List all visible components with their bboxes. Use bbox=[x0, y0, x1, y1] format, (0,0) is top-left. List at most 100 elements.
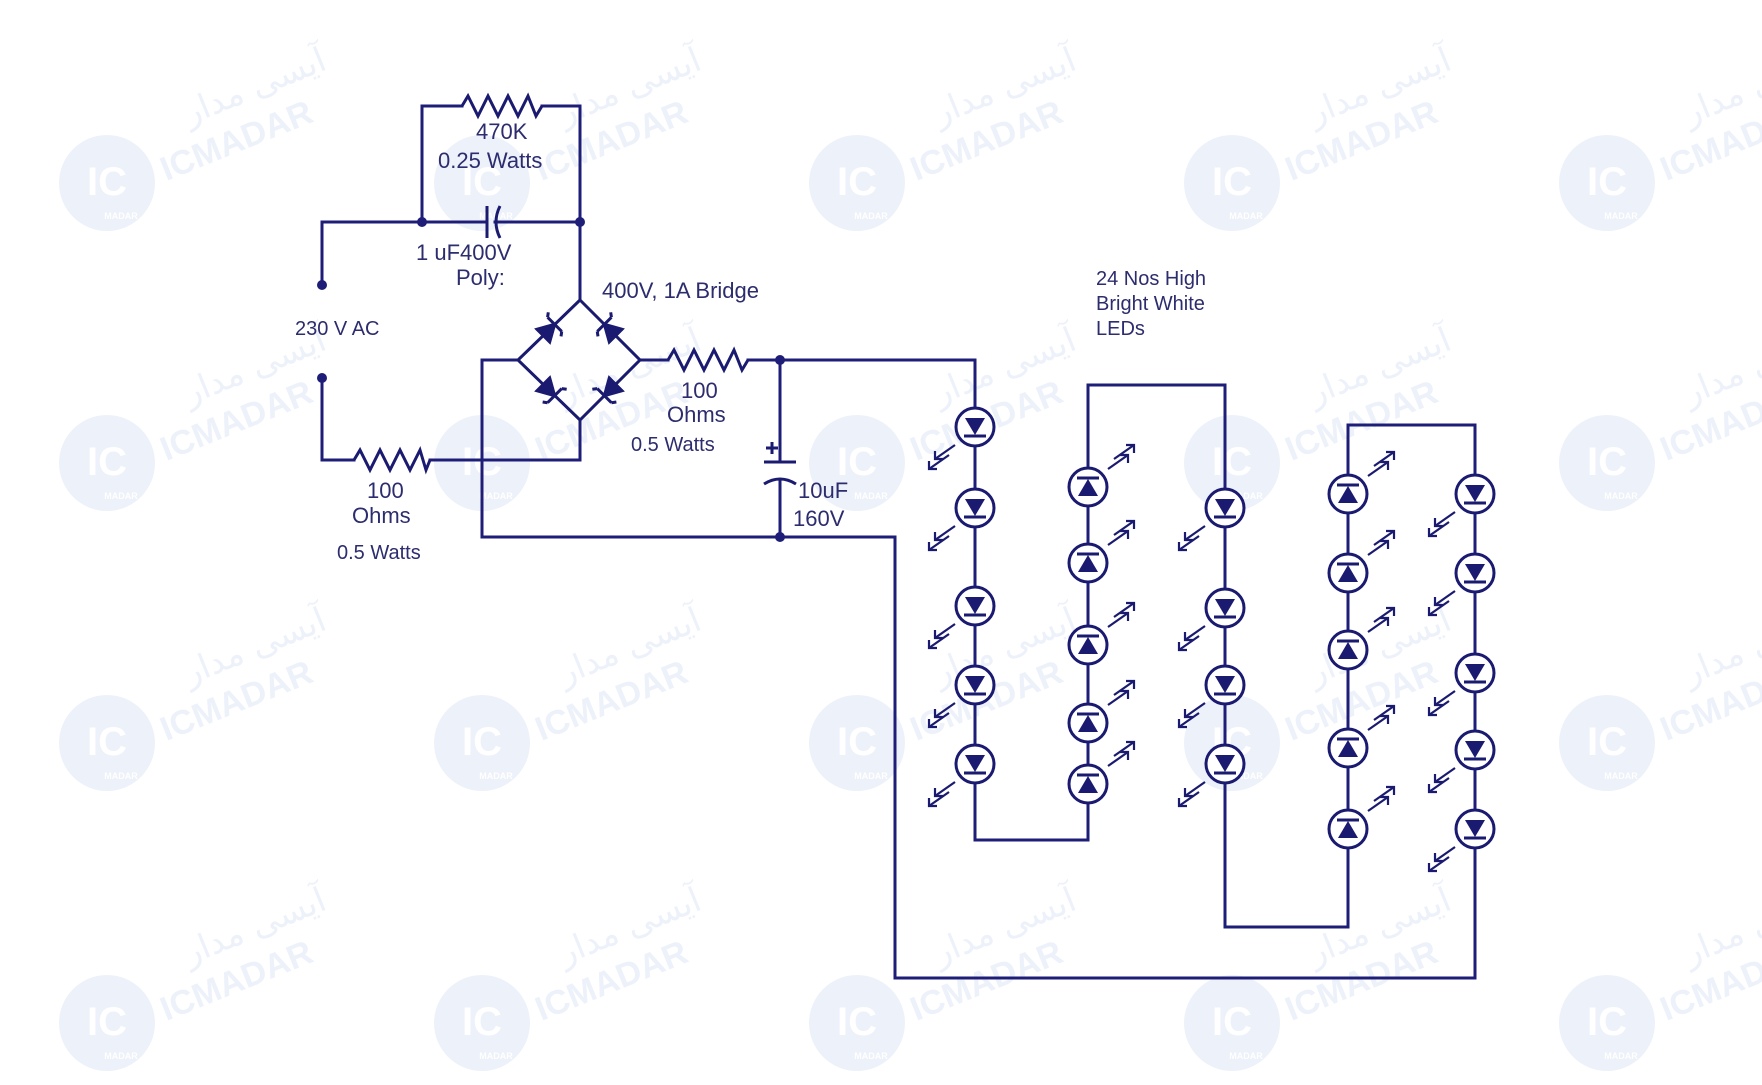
watermark-logo-subtext: MADAR bbox=[104, 491, 138, 501]
led bbox=[927, 664, 996, 729]
watermark-logo-text: IC bbox=[837, 1000, 877, 1044]
wire-ac-bottom bbox=[320, 376, 356, 462]
label-cap-value: 1 uF400V bbox=[416, 240, 512, 265]
junction-dot bbox=[417, 217, 427, 227]
wire-bridge-left bbox=[480, 358, 782, 539]
watermark-logo-subtext: MADAR bbox=[1229, 491, 1263, 501]
capacitor-10uf bbox=[763, 442, 797, 486]
watermark-logo-subtext: MADAR bbox=[104, 211, 138, 221]
label-r-bleed-value: 470K bbox=[476, 119, 528, 144]
label-source: 230 V AC bbox=[295, 318, 380, 340]
watermark-logo-subtext: MADAR bbox=[479, 491, 513, 501]
label-bridge: 400V, 1A Bridge bbox=[602, 278, 759, 303]
watermark-logo-subtext: MADAR bbox=[1604, 771, 1638, 781]
label-r-out-power: 0.5 Watts bbox=[631, 434, 715, 456]
led-array bbox=[927, 406, 1496, 873]
watermark-logo-subtext: MADAR bbox=[1604, 211, 1638, 221]
junction-dot bbox=[575, 217, 585, 227]
watermark-logo-text: IC bbox=[837, 440, 877, 484]
watermark-logo-subtext: MADAR bbox=[1229, 1051, 1263, 1061]
label-filter-cap-voltage: 160V bbox=[793, 506, 845, 531]
junctions bbox=[417, 217, 785, 542]
led bbox=[1327, 606, 1396, 671]
junction-dot bbox=[775, 532, 785, 542]
led bbox=[1327, 529, 1396, 594]
label-r-bleed-power: 0.25 Watts bbox=[438, 148, 542, 173]
watermark-logo-text: IC bbox=[1587, 440, 1627, 484]
led bbox=[927, 406, 996, 471]
label-cap-type: Poly: bbox=[456, 265, 505, 290]
led bbox=[927, 743, 996, 808]
led bbox=[1427, 552, 1496, 617]
watermark-logo-text: IC bbox=[1212, 160, 1252, 204]
led bbox=[1177, 743, 1246, 808]
watermark-logo-text: IC bbox=[837, 720, 877, 764]
led bbox=[1067, 601, 1136, 666]
terminal-bottom bbox=[317, 373, 327, 383]
wire-bridge-bottom bbox=[428, 418, 582, 462]
wire-neg-rail bbox=[778, 423, 1477, 980]
watermark-logo-text: IC bbox=[87, 1000, 127, 1044]
watermark-logo-subtext: MADAR bbox=[854, 211, 888, 221]
label-r-in-value: 100 bbox=[367, 478, 404, 503]
watermark-logo-text: IC bbox=[462, 720, 502, 764]
label-leds-line2: Bright White bbox=[1096, 293, 1205, 315]
watermark-logo-subtext: MADAR bbox=[1229, 211, 1263, 221]
watermark-logo-subtext: MADAR bbox=[854, 1051, 888, 1061]
watermark-logo-text: IC bbox=[462, 1000, 502, 1044]
bridge-diode-tl bbox=[534, 312, 564, 345]
watermark-logo-subtext: MADAR bbox=[1604, 1051, 1638, 1061]
resistor-470k bbox=[460, 92, 544, 120]
wire-470k-right bbox=[540, 104, 582, 224]
led bbox=[1427, 473, 1496, 538]
watermark-logo-text: IC bbox=[87, 720, 127, 764]
led bbox=[1067, 519, 1136, 584]
label-leds-line3: LEDs bbox=[1096, 318, 1145, 340]
label-r-in-power: 0.5 Watts bbox=[337, 542, 421, 564]
resistor-100-in bbox=[352, 445, 432, 475]
watermark-logo-subtext: MADAR bbox=[854, 771, 888, 781]
led bbox=[1067, 443, 1136, 508]
led bbox=[927, 487, 996, 552]
label-r-in-unit: Ohms bbox=[352, 503, 411, 528]
bridge-diode-tr bbox=[595, 312, 625, 345]
watermark-logo-subtext: MADAR bbox=[854, 491, 888, 501]
led bbox=[1067, 740, 1136, 805]
wire-470k-left bbox=[420, 104, 464, 224]
bridge-diode-bl bbox=[534, 375, 567, 405]
wire-ac-top bbox=[320, 220, 424, 287]
ac-terminals bbox=[317, 280, 327, 383]
label-r-out-value: 100 bbox=[681, 378, 718, 403]
watermark-logo-subtext: MADAR bbox=[1604, 491, 1638, 501]
led bbox=[1427, 808, 1496, 873]
capacitor-1uf bbox=[485, 205, 502, 239]
led bbox=[1177, 587, 1246, 652]
label-r-out-unit: Ohms bbox=[667, 402, 726, 427]
watermark-logo-text: IC bbox=[1212, 440, 1252, 484]
led bbox=[1067, 679, 1136, 744]
watermark-logo-text: IC bbox=[837, 160, 877, 204]
led bbox=[1327, 704, 1396, 769]
watermark-logo-subtext: MADAR bbox=[1229, 771, 1263, 781]
labels: 230 V AC 470K 0.25 Watts 1 uF400V Poly: … bbox=[295, 119, 1206, 564]
led bbox=[1327, 785, 1396, 850]
led bbox=[1327, 450, 1396, 515]
watermark-logo-text: IC bbox=[1212, 1000, 1252, 1044]
led bbox=[1177, 487, 1246, 552]
junction-dot bbox=[775, 355, 785, 365]
